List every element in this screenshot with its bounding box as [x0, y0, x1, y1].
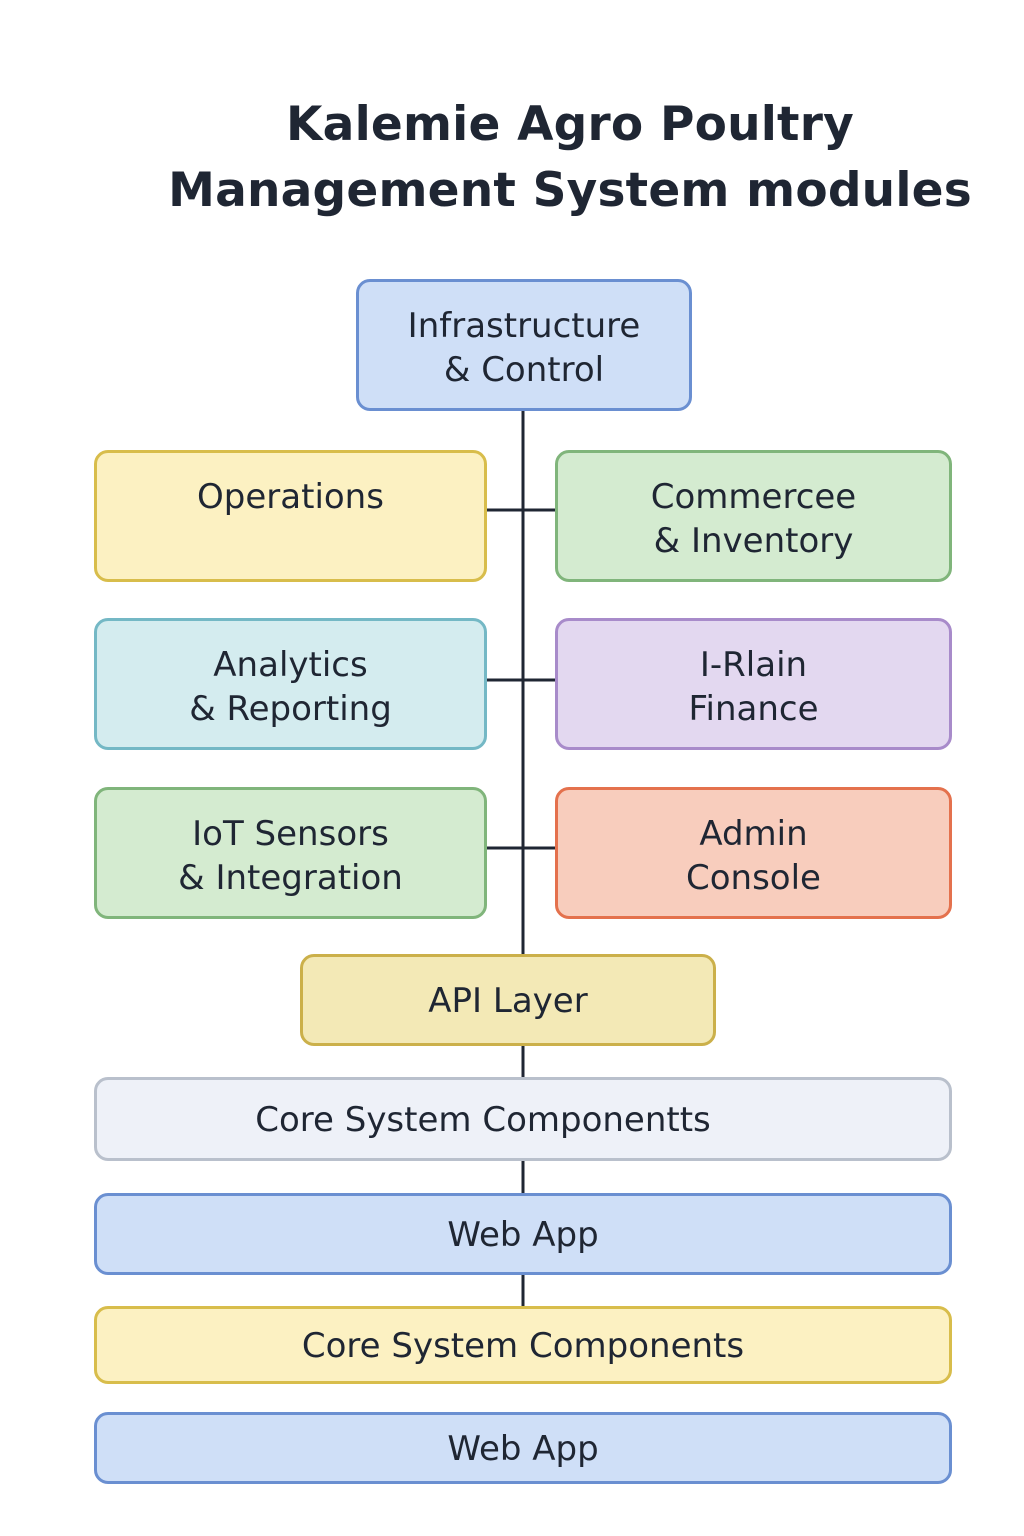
layer-core-1-label: Core System Componentts — [255, 1100, 711, 1140]
module-analytics-label-line-2: & Reporting — [189, 689, 392, 729]
module-commerce-label-line-1: Commercee — [650, 477, 857, 517]
module-commerce-label-line-2: & Inventory — [653, 521, 854, 561]
layer-web-app-2: Web App — [94, 1412, 952, 1484]
module-admin-label-line-2: Console — [686, 858, 821, 898]
module-iot-sensors-integration: IoT Sensors & Integration — [94, 787, 487, 919]
module-infrastructure-label-line-1: Infrastructure — [407, 306, 641, 346]
module-admin-console: Admin Console — [555, 787, 952, 919]
layer-core-system-components-2: Core System Components — [94, 1306, 952, 1384]
module-finance-label-line-1: I-Rlain — [699, 645, 808, 685]
module-iot-label-line-1: IoT Sensors — [192, 814, 389, 854]
module-finance: I-Rlain Finance — [555, 618, 952, 750]
module-iot-label-line-2: & Integration — [178, 858, 403, 898]
layer-api: API Layer — [300, 954, 716, 1046]
layer-web-app-1: Web App — [94, 1193, 952, 1275]
diagram-title-line-1: Kalemie Agro Poultry — [286, 97, 854, 152]
layer-core-system-components-1: Core System Componentts — [94, 1077, 952, 1161]
module-commerce-inventory: Commercee & Inventory — [555, 450, 952, 582]
module-infrastructure-label-line-2: & Control — [443, 350, 605, 390]
module-analytics-reporting: Analytics & Reporting — [94, 618, 487, 750]
module-admin-label-line-1: Admin — [699, 814, 808, 854]
module-infrastructure-control: Infrastructure & Control — [356, 279, 692, 411]
module-analytics-label-line-1: Analytics — [213, 645, 368, 685]
diagram-title-line-2: Management System modules — [168, 163, 972, 218]
module-operations-label: Operations — [197, 477, 384, 517]
module-operations: Operations — [94, 450, 487, 582]
layer-core-2-label: Core System Components — [301, 1326, 745, 1366]
module-finance-label-line-2: Finance — [688, 689, 819, 729]
diagram-title: Kalemie Agro Poultry Management System m… — [100, 92, 1024, 224]
layer-web-app-2-label: Web App — [447, 1429, 599, 1469]
layer-api-label: API Layer — [428, 981, 588, 1021]
layer-web-app-1-label: Web App — [447, 1215, 599, 1255]
